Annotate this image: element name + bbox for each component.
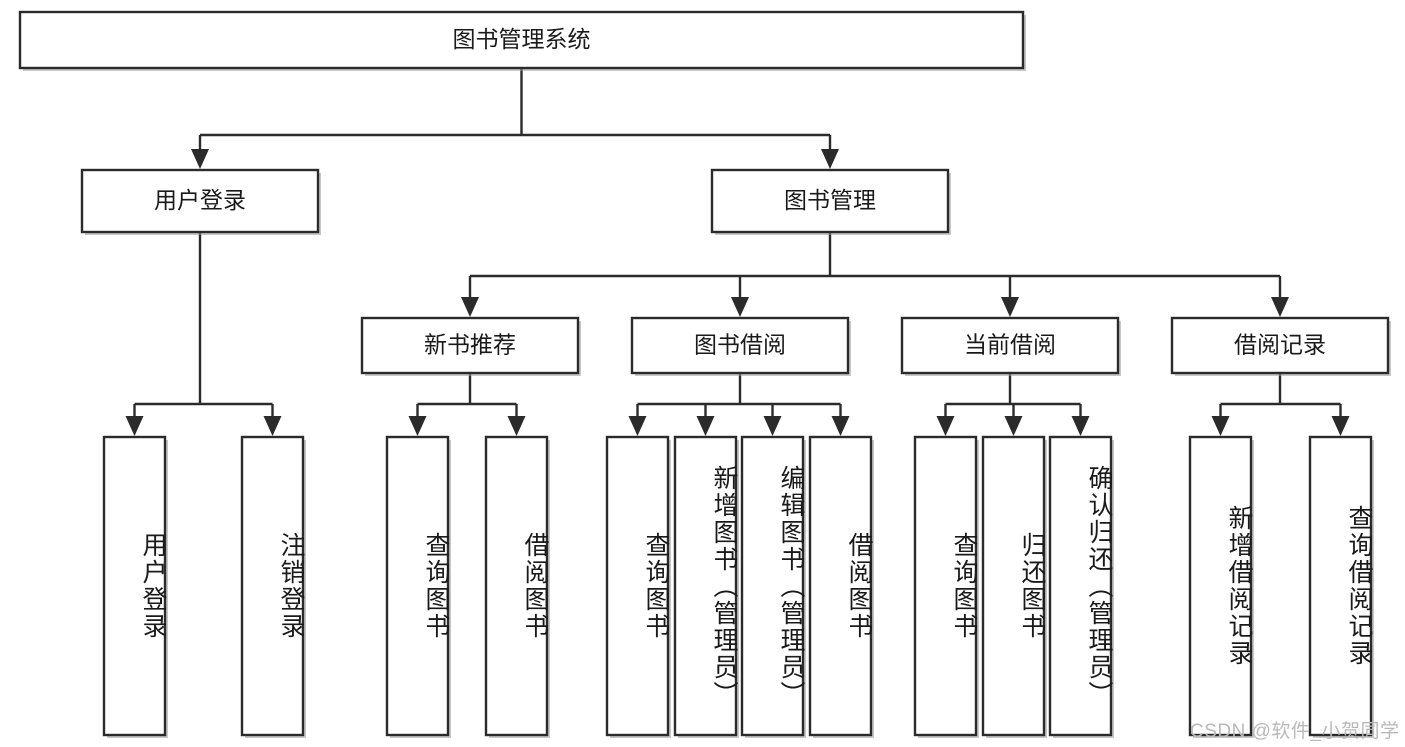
arrow-level2-2 bbox=[1001, 297, 1019, 317]
leaf-node-label: 查询借阅记录 bbox=[1310, 443, 1373, 729]
leaf-label-text-5: 新增图书（管理员） bbox=[710, 464, 738, 708]
leaf-label-text-6: 编辑图书（管理员） bbox=[777, 464, 805, 708]
arrow-leaf-7 bbox=[831, 416, 850, 436]
node-level1-label-1: 图书管理 bbox=[784, 187, 876, 213]
leaf-node-label: 归还图书 bbox=[983, 443, 1046, 729]
leaf-node-label: 新增图书（管理员） bbox=[675, 443, 738, 729]
leaf-label-text-2: 查询图书 bbox=[422, 532, 450, 640]
leaf-label-text-7: 借阅图书 bbox=[845, 532, 873, 640]
leaf-node-label: 新增借阅记录 bbox=[1190, 443, 1253, 729]
arrow-leaf-9 bbox=[1004, 416, 1023, 436]
node-level1-0[interactable] bbox=[80, 168, 320, 234]
node-leaf-11[interactable] bbox=[1188, 435, 1253, 737]
leaf-node-label: 编辑图书（管理员） bbox=[742, 443, 805, 729]
node-level1-1[interactable] bbox=[710, 168, 950, 234]
node-leaf-10[interactable] bbox=[1048, 435, 1113, 737]
leaf-node-label: 借阅图书 bbox=[486, 443, 549, 729]
arrow-leaf-0 bbox=[125, 416, 144, 436]
arrow-leaf-6 bbox=[763, 416, 782, 436]
arrow-leaf-5 bbox=[696, 416, 715, 436]
arrow-level1-1 bbox=[821, 149, 839, 169]
leaf-label-text-8: 查询图书 bbox=[950, 532, 978, 640]
arrow-leaf-2 bbox=[408, 416, 427, 436]
node-leaf-6[interactable] bbox=[740, 435, 805, 737]
arrow-leaf-11 bbox=[1211, 416, 1230, 436]
connectors-layer bbox=[125, 68, 1350, 436]
arrow-level2-1 bbox=[731, 297, 749, 317]
leaf-label-text-12: 查询借阅记录 bbox=[1345, 505, 1373, 667]
leaf-node-label: 用户登录 bbox=[104, 443, 167, 729]
boxes-layer bbox=[18, 10, 1391, 738]
node-root[interactable] bbox=[18, 10, 1025, 70]
node-leaf-3[interactable] bbox=[484, 435, 549, 737]
arrow-leaf-3 bbox=[507, 416, 526, 436]
leaf-node-label: 查询图书 bbox=[607, 443, 670, 729]
arrow-level2-0 bbox=[461, 297, 479, 317]
leaf-node-label: 查询图书 bbox=[387, 443, 450, 729]
node-level2-0[interactable] bbox=[360, 316, 580, 375]
node-leaf-9[interactable] bbox=[981, 435, 1046, 737]
node-leaf-8[interactable] bbox=[913, 435, 978, 737]
node-level2-2[interactable] bbox=[900, 316, 1120, 375]
node-level2-label-3: 借阅记录 bbox=[1234, 332, 1326, 358]
leaf-node-label: 注销登录 bbox=[242, 443, 305, 729]
node-leaf-1[interactable] bbox=[240, 435, 305, 737]
node-level2-label-0: 新书推荐 bbox=[424, 332, 516, 358]
node-level1-label-0: 用户登录 bbox=[154, 187, 246, 213]
leaf-label-text-4: 查询图书 bbox=[642, 532, 670, 640]
leaf-node-label: 确认归还（管理员） bbox=[1050, 443, 1113, 729]
leaf-label-text-9: 归还图书 bbox=[1018, 532, 1046, 640]
node-leaf-12[interactable] bbox=[1308, 435, 1373, 737]
node-level2-3[interactable] bbox=[1170, 316, 1390, 375]
node-leaf-7[interactable] bbox=[808, 435, 873, 737]
leaf-label-text-10: 确认归还（管理员） bbox=[1085, 464, 1113, 708]
leaf-label-text-0: 用户登录 bbox=[139, 532, 167, 640]
leaf-node-label: 借阅图书 bbox=[810, 443, 873, 729]
arrow-level1-0 bbox=[191, 149, 209, 169]
leaf-node-label: 查询图书 bbox=[915, 443, 978, 729]
leaf-label-text-1: 注销登录 bbox=[277, 532, 305, 640]
arrow-leaf-10 bbox=[1071, 416, 1090, 436]
node-level2-label-1: 图书借阅 bbox=[694, 332, 786, 358]
leaf-label-text-3: 借阅图书 bbox=[521, 532, 549, 640]
node-level2-label-2: 当前借阅 bbox=[964, 332, 1056, 358]
node-leaf-5[interactable] bbox=[673, 435, 738, 737]
node-root-label: 图书管理系统 bbox=[453, 26, 591, 52]
arrow-leaf-12 bbox=[1331, 416, 1350, 436]
node-level2-1[interactable] bbox=[630, 316, 850, 375]
arrow-leaf-4 bbox=[628, 416, 647, 436]
node-leaf-0[interactable] bbox=[102, 435, 167, 737]
node-leaf-4[interactable] bbox=[605, 435, 670, 737]
arrow-leaf-8 bbox=[936, 416, 955, 436]
csdn-watermark: CSDN @软件_小贺同学 bbox=[1190, 721, 1400, 742]
arrow-leaf-1 bbox=[263, 416, 282, 436]
node-leaf-2[interactable] bbox=[385, 435, 450, 737]
leaf-label-text-11: 新增借阅记录 bbox=[1225, 505, 1253, 667]
arrow-level2-3 bbox=[1271, 297, 1289, 317]
